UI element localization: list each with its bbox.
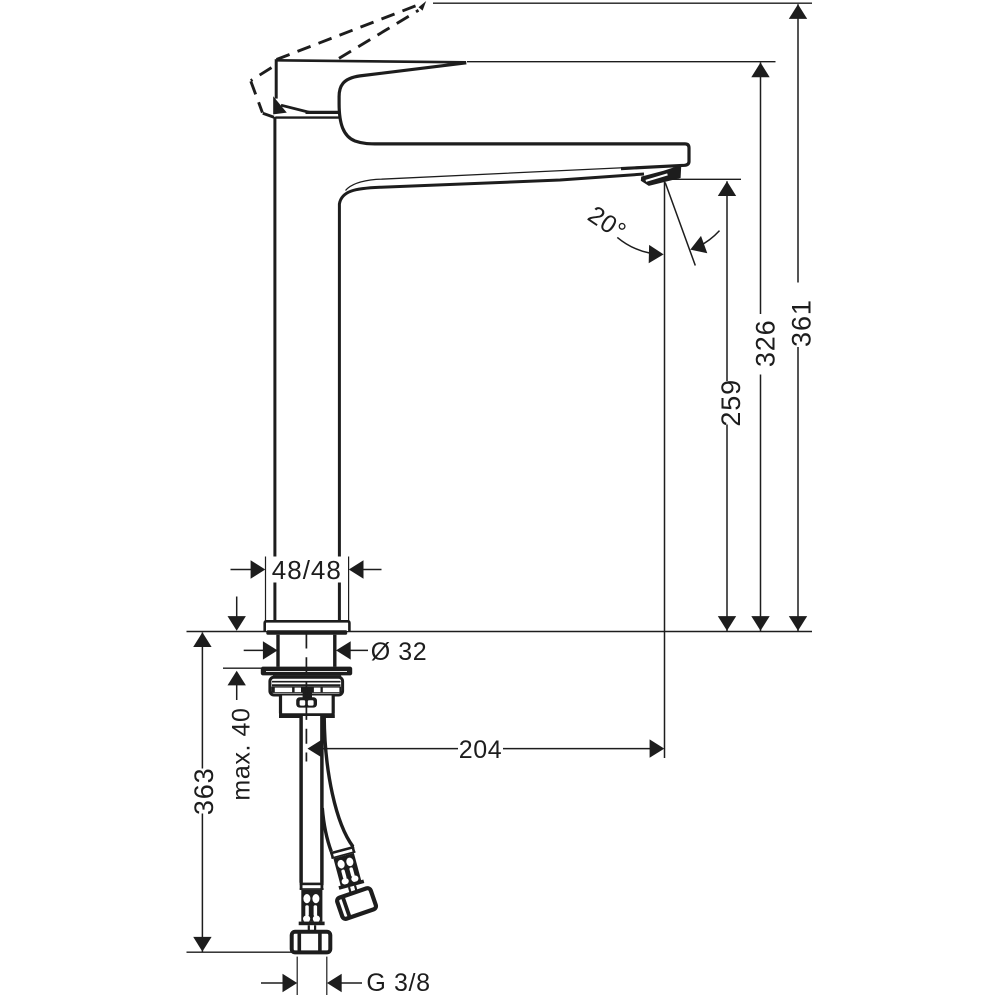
svg-text:361: 361	[786, 299, 816, 347]
svg-text:Ø 32: Ø 32	[371, 638, 428, 666]
svg-text:363: 363	[189, 767, 219, 815]
svg-text:204: 204	[459, 736, 503, 764]
svg-text:max. 40: max. 40	[228, 707, 256, 800]
svg-text:48/48: 48/48	[272, 555, 342, 585]
svg-text:259: 259	[716, 379, 746, 427]
svg-text:326: 326	[750, 319, 780, 367]
svg-text:G 3/8: G 3/8	[366, 969, 430, 997]
